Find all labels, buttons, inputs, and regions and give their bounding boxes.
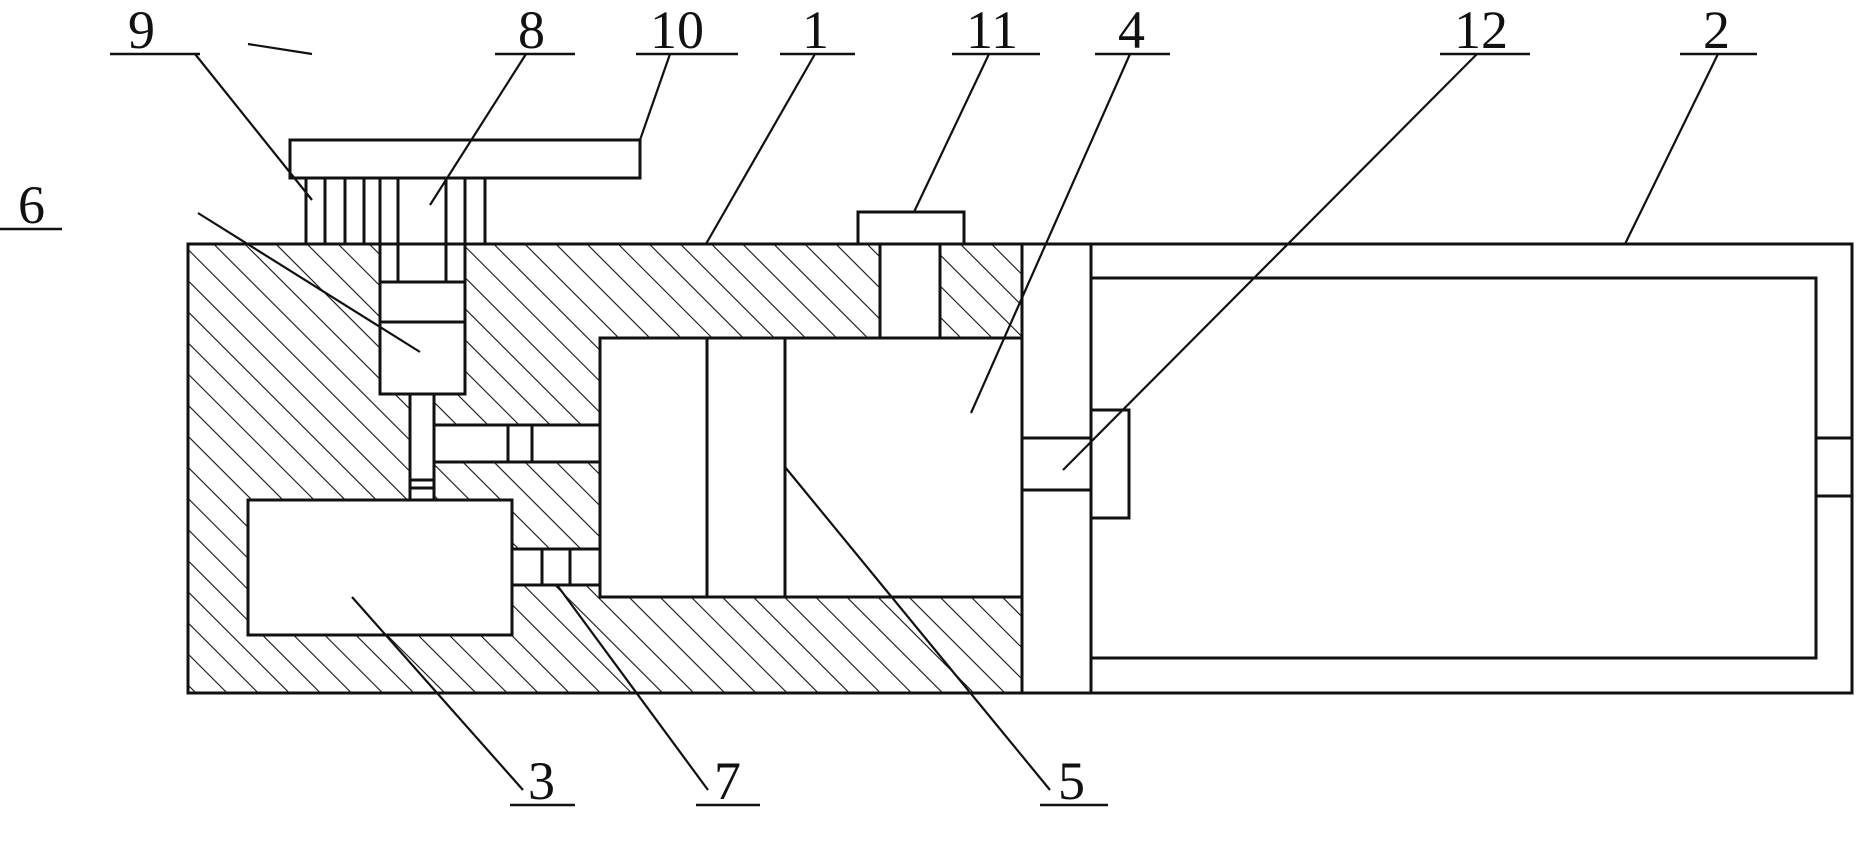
label-underlines [0,52,1757,807]
label-5: 5 [1058,751,1085,811]
label-2: 2 [1703,0,1730,60]
leader-3 [351,596,524,791]
leader-2 [1624,53,1719,245]
leader-lines [194,42,1719,791]
push-rod [378,178,467,282]
cylinder-chamber [598,336,1024,599]
right-frame [1020,242,1854,695]
lower-channel [510,547,602,587]
leader-11 [913,53,990,213]
upper-cavity [378,280,467,396]
top-bolt [856,210,966,340]
label-6: 6 [18,175,45,235]
label-8: 8 [518,0,545,60]
leader-10 [638,53,672,141]
leader-12 [1062,53,1478,471]
leader-9 [194,53,313,201]
leader-4 [969,53,1132,414]
upper-channel [432,423,602,464]
label-1: 1 [802,0,829,60]
leader-8 [429,53,527,206]
leader-6 [197,212,421,353]
lower-chamber [246,498,514,637]
leader-9-cap [247,42,313,56]
label-3: 3 [528,751,555,811]
label-9: 9 [128,0,155,60]
label-12: 12 [1454,0,1508,60]
label-7: 7 [714,751,741,811]
top-plate [288,138,642,180]
part-labels: 9 8 10 1 11 4 12 2 6 3 7 5 [18,0,1730,811]
label-10: 10 [650,0,704,60]
label-4: 4 [1118,0,1145,60]
leader-7 [556,584,709,791]
label-11: 11 [966,0,1018,60]
vertical-channel [408,392,436,502]
leader-5 [784,466,1051,791]
leader-1 [705,53,816,245]
guide-posts [304,176,487,246]
